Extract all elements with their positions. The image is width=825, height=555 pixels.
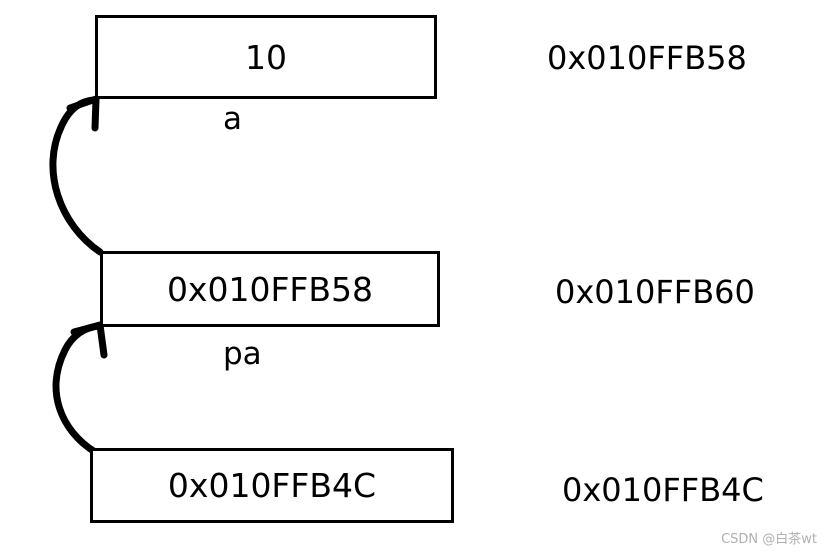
cell-ppa-address: 0x010FFB4C bbox=[562, 471, 764, 509]
arrow-pa-to-a bbox=[49, 96, 104, 256]
cell-pa-value: 0x010FFB58 bbox=[166, 269, 374, 309]
cell-pa-address: 0x010FFB60 bbox=[555, 273, 755, 311]
cell-ppa-box: 0x010FFB4C bbox=[90, 448, 454, 523]
cell-ppa-value: 0x010FFB4C bbox=[167, 466, 377, 505]
cell-a-address: 0x010FFB58 bbox=[547, 39, 747, 77]
cell-a-name: a bbox=[223, 101, 242, 137]
cell-pa-box: 0x010FFB58 bbox=[100, 251, 440, 327]
arrow-pp-to-pa bbox=[52, 322, 104, 456]
arrowhead-pa-to-a bbox=[66, 95, 100, 132]
cell-pa-name: pa bbox=[223, 336, 262, 372]
cell-a-box: 10 bbox=[95, 15, 437, 99]
arrowhead-pp-to-pa bbox=[70, 321, 108, 359]
watermark: CSDN @白茶wt bbox=[721, 532, 817, 547]
cell-a-value: 10 bbox=[245, 37, 287, 77]
